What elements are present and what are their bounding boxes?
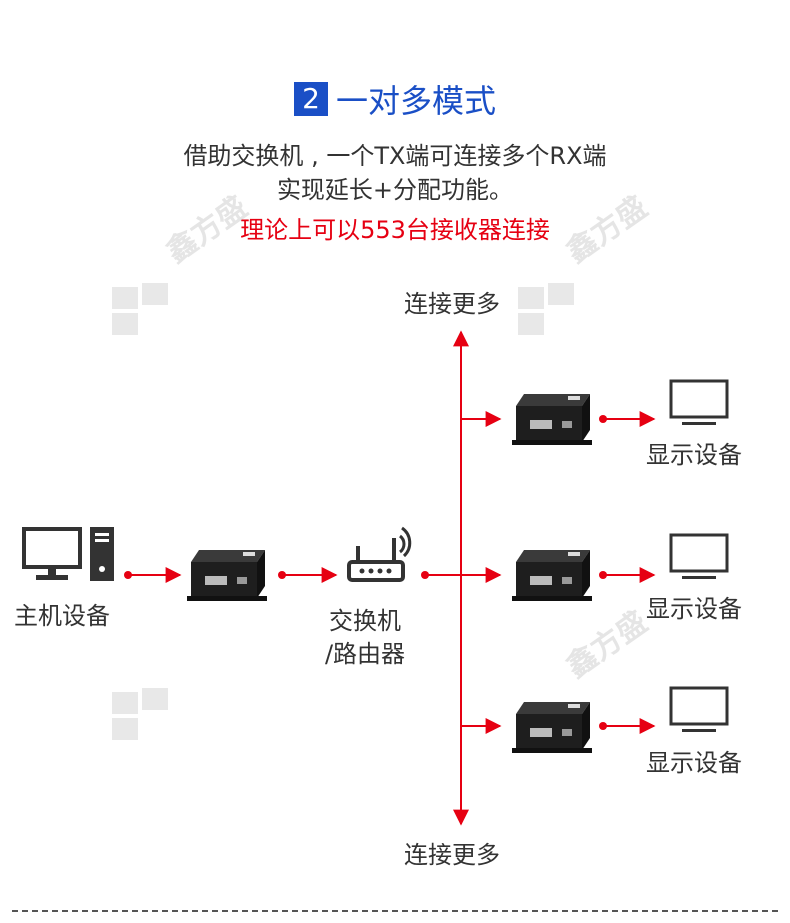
capacity-note: 理论上可以553台接收器连接 xyxy=(240,216,550,244)
switch-label-line-1: 交换机 xyxy=(329,607,401,635)
description-line-2: 实现延长+分配功能。 xyxy=(276,176,514,204)
monitor-icon-1 xyxy=(669,379,729,425)
monitor-icon-3 xyxy=(669,686,729,732)
display-label-3: 显示设备 xyxy=(646,749,742,777)
watermark-logo-icon xyxy=(518,283,574,335)
dashed-divider xyxy=(12,910,778,912)
title-number-badge: 2 xyxy=(293,82,328,116)
tx-extender-icon xyxy=(187,550,267,601)
display-label-1: 显示设备 xyxy=(646,441,742,469)
switch-label-line-2: /路由器 xyxy=(324,640,406,668)
monitor-icon-2 xyxy=(669,533,729,579)
host-label: 主机设备 xyxy=(14,602,110,630)
connect-more-bottom-label: 连接更多 xyxy=(404,841,500,869)
computer-icon xyxy=(22,527,114,581)
rx-extender-icon-2 xyxy=(512,550,592,601)
router-icon xyxy=(347,526,412,582)
watermark-logo-icon xyxy=(112,283,168,335)
description-line-1: 借助交换机 , 一个TX端可连接多个RX端 xyxy=(183,142,607,170)
connect-more-top-label: 连接更多 xyxy=(404,290,500,318)
title-text: 一对多模式 xyxy=(335,82,496,120)
display-label-2: 显示设备 xyxy=(646,595,742,623)
rx-extender-icon-3 xyxy=(512,702,592,753)
watermark-logo-icon xyxy=(112,688,168,740)
rx-extender-icon-1 xyxy=(512,394,592,445)
